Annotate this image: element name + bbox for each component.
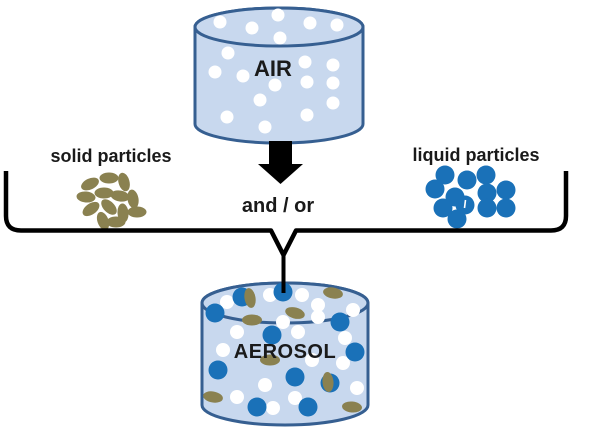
aerosol-gas-dot [266, 401, 280, 415]
aerosol-liquid-particle [262, 325, 282, 345]
aerosol-cylinder: AEROSOL [200, 281, 370, 427]
liquid-particle [496, 180, 516, 200]
aerosol-gas-dot [295, 288, 309, 302]
aerosol-liquid-particle [345, 342, 365, 362]
aerosol-gas-dot [276, 315, 290, 329]
gas-molecule-dot [273, 31, 287, 45]
aerosol-gas-dot [338, 331, 352, 345]
aerosol-liquid-particle [205, 303, 225, 323]
gas-molecule-dot [326, 76, 340, 90]
droplet-glint [463, 199, 467, 209]
gas-molecule-dot [298, 55, 312, 69]
aerosol-gas-dot [311, 298, 325, 312]
solid-particle [81, 177, 99, 191]
aerosol-solid-particle [323, 287, 343, 299]
solid-particle [76, 191, 96, 203]
solid-particle [101, 199, 117, 215]
air-gas-molecules [208, 8, 344, 134]
gas-molecule-dot [220, 110, 234, 124]
liquid-particle [425, 179, 445, 199]
gas-molecule-dot [253, 93, 267, 107]
aerosol-gas-dot [258, 378, 272, 392]
aerosol-label: AEROSOL [234, 341, 336, 363]
solid-particle [127, 189, 139, 209]
aerosol-solid-particle [322, 372, 334, 392]
aerosol-liquid-particle [298, 397, 318, 417]
and-or-label: and / or [242, 195, 314, 217]
solid-particle [127, 206, 147, 218]
aerosol-gas-dot [305, 353, 319, 367]
gas-molecule-dot [258, 120, 272, 134]
aerosol-liquid-particle [208, 360, 228, 380]
gas-molecule-dot [303, 16, 317, 30]
gas-molecule-dot [245, 21, 259, 35]
gas-molecule-dot [300, 108, 314, 122]
air-cylinder-rim [193, 6, 365, 48]
aerosol-gas-dot [263, 288, 277, 302]
liquid-particle [457, 170, 477, 190]
aerosol-solid-particle [342, 401, 362, 413]
gas-molecule-dot [326, 96, 340, 110]
liquid-particle [435, 165, 455, 185]
aerosol-gas-dot [336, 356, 350, 370]
aerosol-gas-dot [220, 295, 234, 309]
aerosol-gas-dot [230, 390, 244, 404]
aerosol-solid-particle [285, 307, 305, 319]
aerosol-liquid-particle [247, 397, 267, 417]
liquid-particle [447, 209, 467, 229]
aerosol-liquid-particle [285, 367, 305, 387]
aerosol-solid-particle [244, 288, 256, 308]
aerosol-solid-particle [203, 391, 223, 403]
solid-particles-cluster [76, 172, 147, 231]
gas-molecule-dot [330, 18, 344, 32]
solid-particle [82, 201, 100, 217]
aerosol-mixture-particles [203, 283, 365, 417]
solid-particle [94, 187, 114, 199]
air-cylinder: AIR [193, 6, 365, 145]
solid-particle [118, 172, 130, 192]
gas-molecule-dot [208, 65, 222, 79]
gas-molecule-dot [213, 15, 227, 29]
gas-molecule-dot [221, 46, 235, 60]
liquid-particle [477, 198, 497, 218]
gas-molecule-dot [326, 58, 340, 72]
aerosol-liquid-particle [330, 312, 350, 332]
gas-molecule-dot [268, 78, 282, 92]
air-label: AIR [254, 56, 292, 81]
solid-particle [99, 172, 119, 184]
solid-particle [96, 211, 110, 231]
liquid-particle [476, 165, 496, 185]
gas-molecule-dot [271, 8, 285, 22]
liquid-particle [477, 183, 497, 203]
liquid-particles-label: liquid particles [412, 145, 539, 165]
liquid-particle [496, 198, 516, 218]
aerosol-gas-dot [216, 343, 230, 357]
aerosol-gas-dot [346, 303, 360, 317]
gas-molecule-dot [300, 75, 314, 89]
aerosol-solid-particle [260, 354, 280, 366]
liquid-particles-cluster [425, 165, 516, 229]
solid-particle [106, 216, 126, 228]
aerosol-gas-dot [288, 391, 302, 405]
aerosol-gas-dot [230, 325, 244, 339]
liquid-particle [433, 198, 453, 218]
gas-molecule-dot [236, 69, 250, 83]
aerosol-gas-dot [311, 310, 325, 324]
solid-particles-label: solid particles [50, 146, 171, 166]
down-arrow-icon [258, 141, 303, 184]
aerosol-gas-dot [350, 381, 364, 395]
solid-particle [110, 190, 130, 202]
aerosol-gas-dot [291, 325, 305, 339]
aerosol-solid-particle [242, 314, 262, 326]
